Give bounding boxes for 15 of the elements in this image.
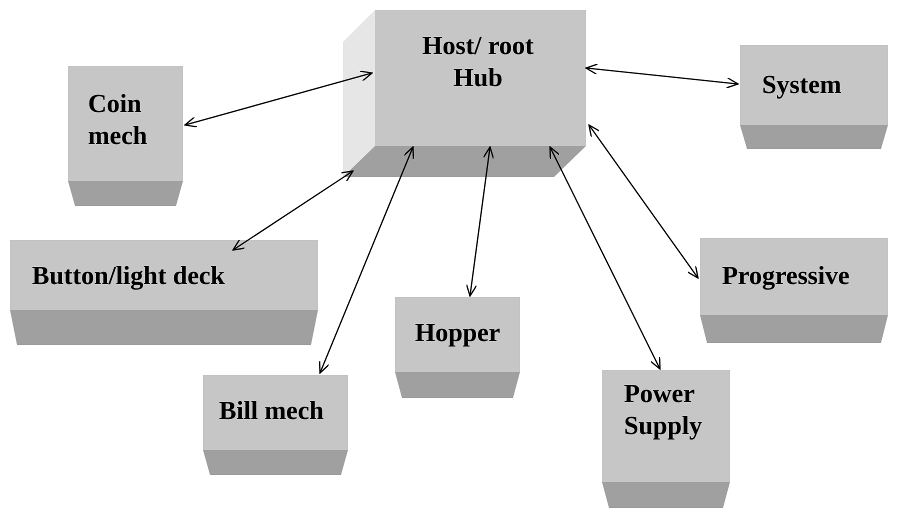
double-arrow [549,146,661,370]
double-arrow [184,70,373,128]
node-label: Button/light deck [32,260,226,292]
double-arrow [466,146,494,297]
node-label: Host/ root Hub [421,30,535,94]
double-arrow [232,170,354,251]
node-label: Hopper [415,317,502,349]
double-arrow [318,146,414,374]
node-label: System [762,69,842,101]
double-arrow [585,64,739,88]
node-label: Bill mech [219,395,325,427]
node-label: Coin mech [88,88,148,152]
node-label: Power Supply [624,378,704,442]
node-label: Progressive [722,260,851,292]
double-arrow [588,124,699,279]
